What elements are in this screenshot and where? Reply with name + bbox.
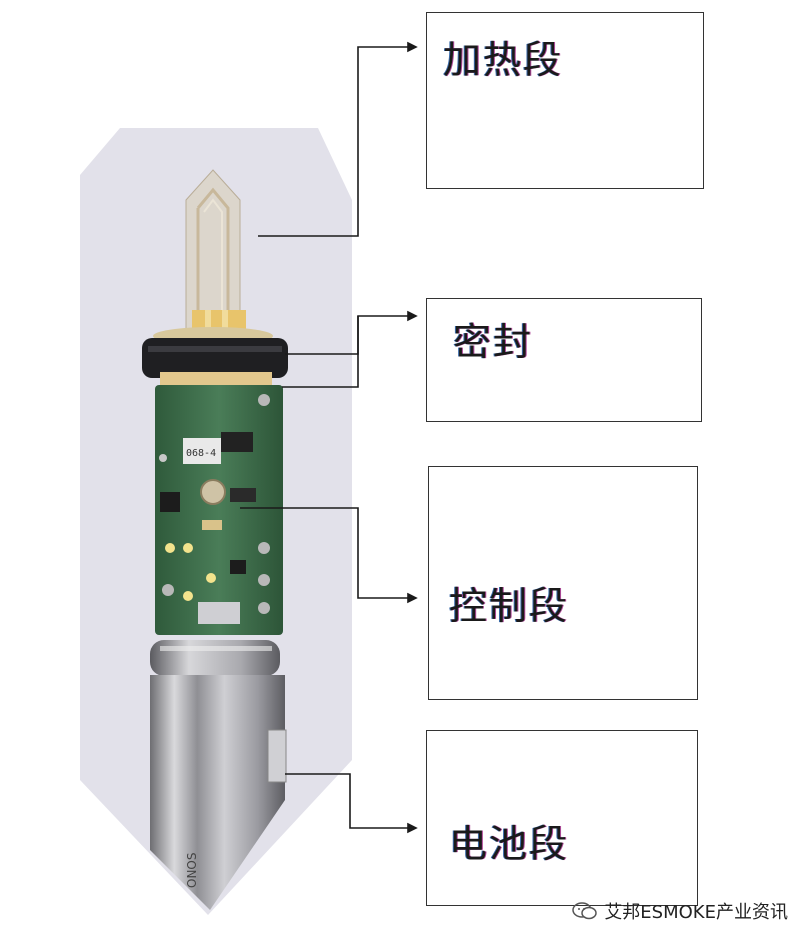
pcb-board: 068-4 xyxy=(155,385,283,635)
heating-label: 加热段 xyxy=(443,38,564,82)
control-label: 控制段 xyxy=(449,584,570,628)
pcb-chip-text: 068-4 xyxy=(186,448,216,459)
seal-label: 密封 xyxy=(453,320,534,364)
battery-cap xyxy=(150,640,280,676)
arrow-control xyxy=(407,592,418,604)
leader-control xyxy=(240,507,408,599)
battery-box: 电池段 xyxy=(426,730,698,906)
leader-battery xyxy=(285,773,408,829)
wechat-bubble-icon xyxy=(572,902,598,920)
leader-heating xyxy=(258,46,408,237)
battery-body: ONOS xyxy=(150,675,287,910)
arrow-heating xyxy=(407,41,418,53)
control-box: 控制段 xyxy=(428,466,698,700)
heating-blade xyxy=(185,169,246,332)
battery-text: ONOS xyxy=(185,853,199,888)
watermark: 艾邦ESMOKE产业资讯 xyxy=(572,898,788,924)
arrow-seal xyxy=(407,310,418,322)
seal-box: 密封 xyxy=(426,298,702,422)
battery-label: 电池段 xyxy=(449,822,570,866)
heating-box: 加热段 xyxy=(426,12,704,189)
leader-seal-lower xyxy=(282,316,359,388)
watermark-text: 艾邦ESMOKE产业资讯 xyxy=(604,902,788,923)
arrow-battery xyxy=(407,822,418,834)
leader-lines xyxy=(240,41,418,834)
seal-ring xyxy=(142,327,288,394)
